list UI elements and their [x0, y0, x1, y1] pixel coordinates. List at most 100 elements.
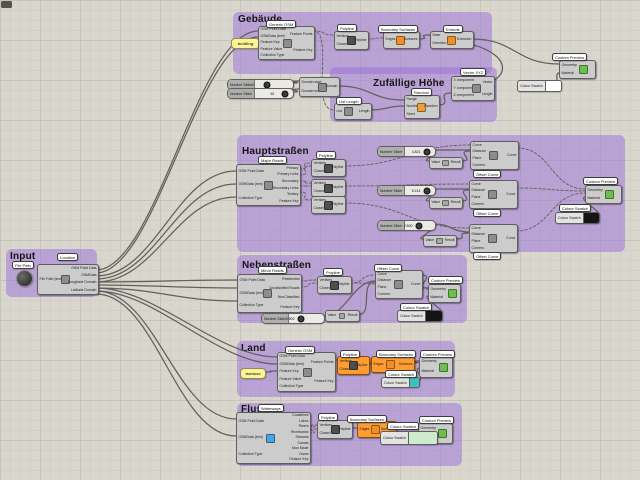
- port-closed: Closed: [313, 189, 325, 194]
- wire: [95, 290, 237, 420]
- port-streams: Streams: [295, 435, 309, 440]
- group-title-river: Fluss: [241, 404, 269, 415]
- slider-track[interactable]: 2.800: [404, 221, 435, 230]
- colour-swatch-land[interactable]: Colour Swatch: [381, 377, 420, 388]
- port-material: Material: [587, 196, 600, 200]
- colour-chip[interactable]: [582, 213, 599, 223]
- slider-track[interactable]: 5.414: [405, 186, 435, 195]
- osm-icon: [303, 367, 313, 377]
- slider-track[interactable]: 9: [252, 80, 293, 89]
- port-value: Value: [431, 160, 441, 165]
- colour-swatch-minor-roads[interactable]: Colour Swatch: [397, 310, 443, 322]
- port-geometry: Geometry: [420, 426, 436, 430]
- port-secondary-links: Secondary Links: [272, 185, 299, 190]
- slider-value: 5.414: [411, 188, 421, 193]
- colour-swatch-main-roads[interactable]: Colour Swatch: [555, 212, 600, 224]
- colour-chip[interactable]: [544, 81, 561, 91]
- panel-landuse[interactable]: landuse: [240, 368, 266, 379]
- colour-chip[interactable]: [407, 432, 437, 444]
- slider-handle[interactable]: [263, 81, 271, 88]
- extrude-buildings-outputs: Extrusion: [457, 32, 473, 48]
- file-path-param[interactable]: [16, 270, 33, 287]
- slider-handle[interactable]: [281, 90, 289, 97]
- slider-handle[interactable]: [415, 222, 423, 229]
- port-surfaces: Surfaces: [398, 361, 413, 366]
- port-material: Material: [430, 295, 443, 299]
- port-osm-point-data: OSM Point Data: [238, 418, 264, 423]
- port-vertices: Vertices: [319, 278, 332, 283]
- colour-swatch-water[interactable]: Colour Swatch: [380, 431, 438, 445]
- slider-track[interactable]: 62: [255, 89, 293, 98]
- port-polyline: Polyline: [331, 202, 344, 207]
- tag-label-colour-swatch-29: Colour Swatch: [387, 422, 420, 430]
- panel-building[interactable]: building: [231, 38, 260, 49]
- colour-chip[interactable]: [424, 311, 442, 321]
- negative-tertiary-outputs: Result: [444, 236, 456, 246]
- osm-icon: [283, 38, 292, 48]
- tag-label-vector-xyz-7: Vector XYZ: [460, 68, 487, 76]
- port-y-component: Y component: [453, 85, 475, 90]
- port-latitude-domain: Latitude Domain: [71, 287, 97, 292]
- port-curve: Curve: [411, 281, 421, 286]
- wire: [291, 88, 300, 93]
- wire: [291, 80, 300, 84]
- colour-swatch-buildings[interactable]: Colour Swatch: [517, 80, 562, 92]
- port-osm-point-data: OSM Point Data: [71, 265, 97, 270]
- port-feature-key: Feature Key: [279, 198, 299, 203]
- group-title-main-roads: Hauptstraßen: [242, 146, 309, 157]
- port-closed: Closed: [319, 431, 331, 435]
- swatch-name: Colour Swatch: [383, 436, 406, 440]
- slider-track[interactable]: 0.500: [286, 314, 324, 323]
- slider-track[interactable]: 4.821: [405, 147, 435, 156]
- port-closed: Closed: [313, 206, 325, 211]
- vector-icon: [472, 84, 482, 93]
- slider-handle[interactable]: [423, 187, 431, 194]
- slider-handle[interactable]: [297, 315, 305, 322]
- colour-chip[interactable]: [408, 378, 419, 387]
- tag-label-location-31: Location: [57, 253, 79, 261]
- slider-handle[interactable]: [423, 148, 431, 155]
- preview-icon: [438, 429, 448, 438]
